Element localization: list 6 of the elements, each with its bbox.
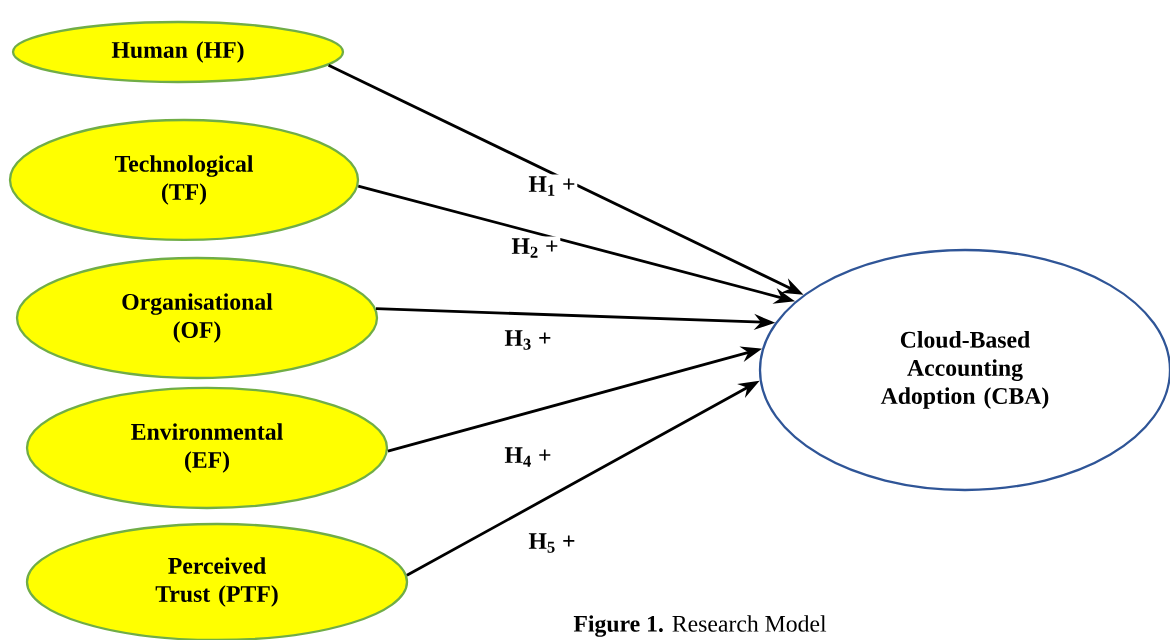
- figure-caption: Figure 1. Research Model: [573, 615, 827, 637]
- edge-label: H$_{2}$ +: [509, 236, 561, 260]
- edge-label: H$_{5}$ +: [526, 531, 578, 555]
- edge-label: H$_{4}$ +: [502, 445, 554, 469]
- edge-label: H$_{3}$ +: [502, 328, 554, 352]
- edge-label: H$_{1}$ +: [526, 174, 578, 198]
